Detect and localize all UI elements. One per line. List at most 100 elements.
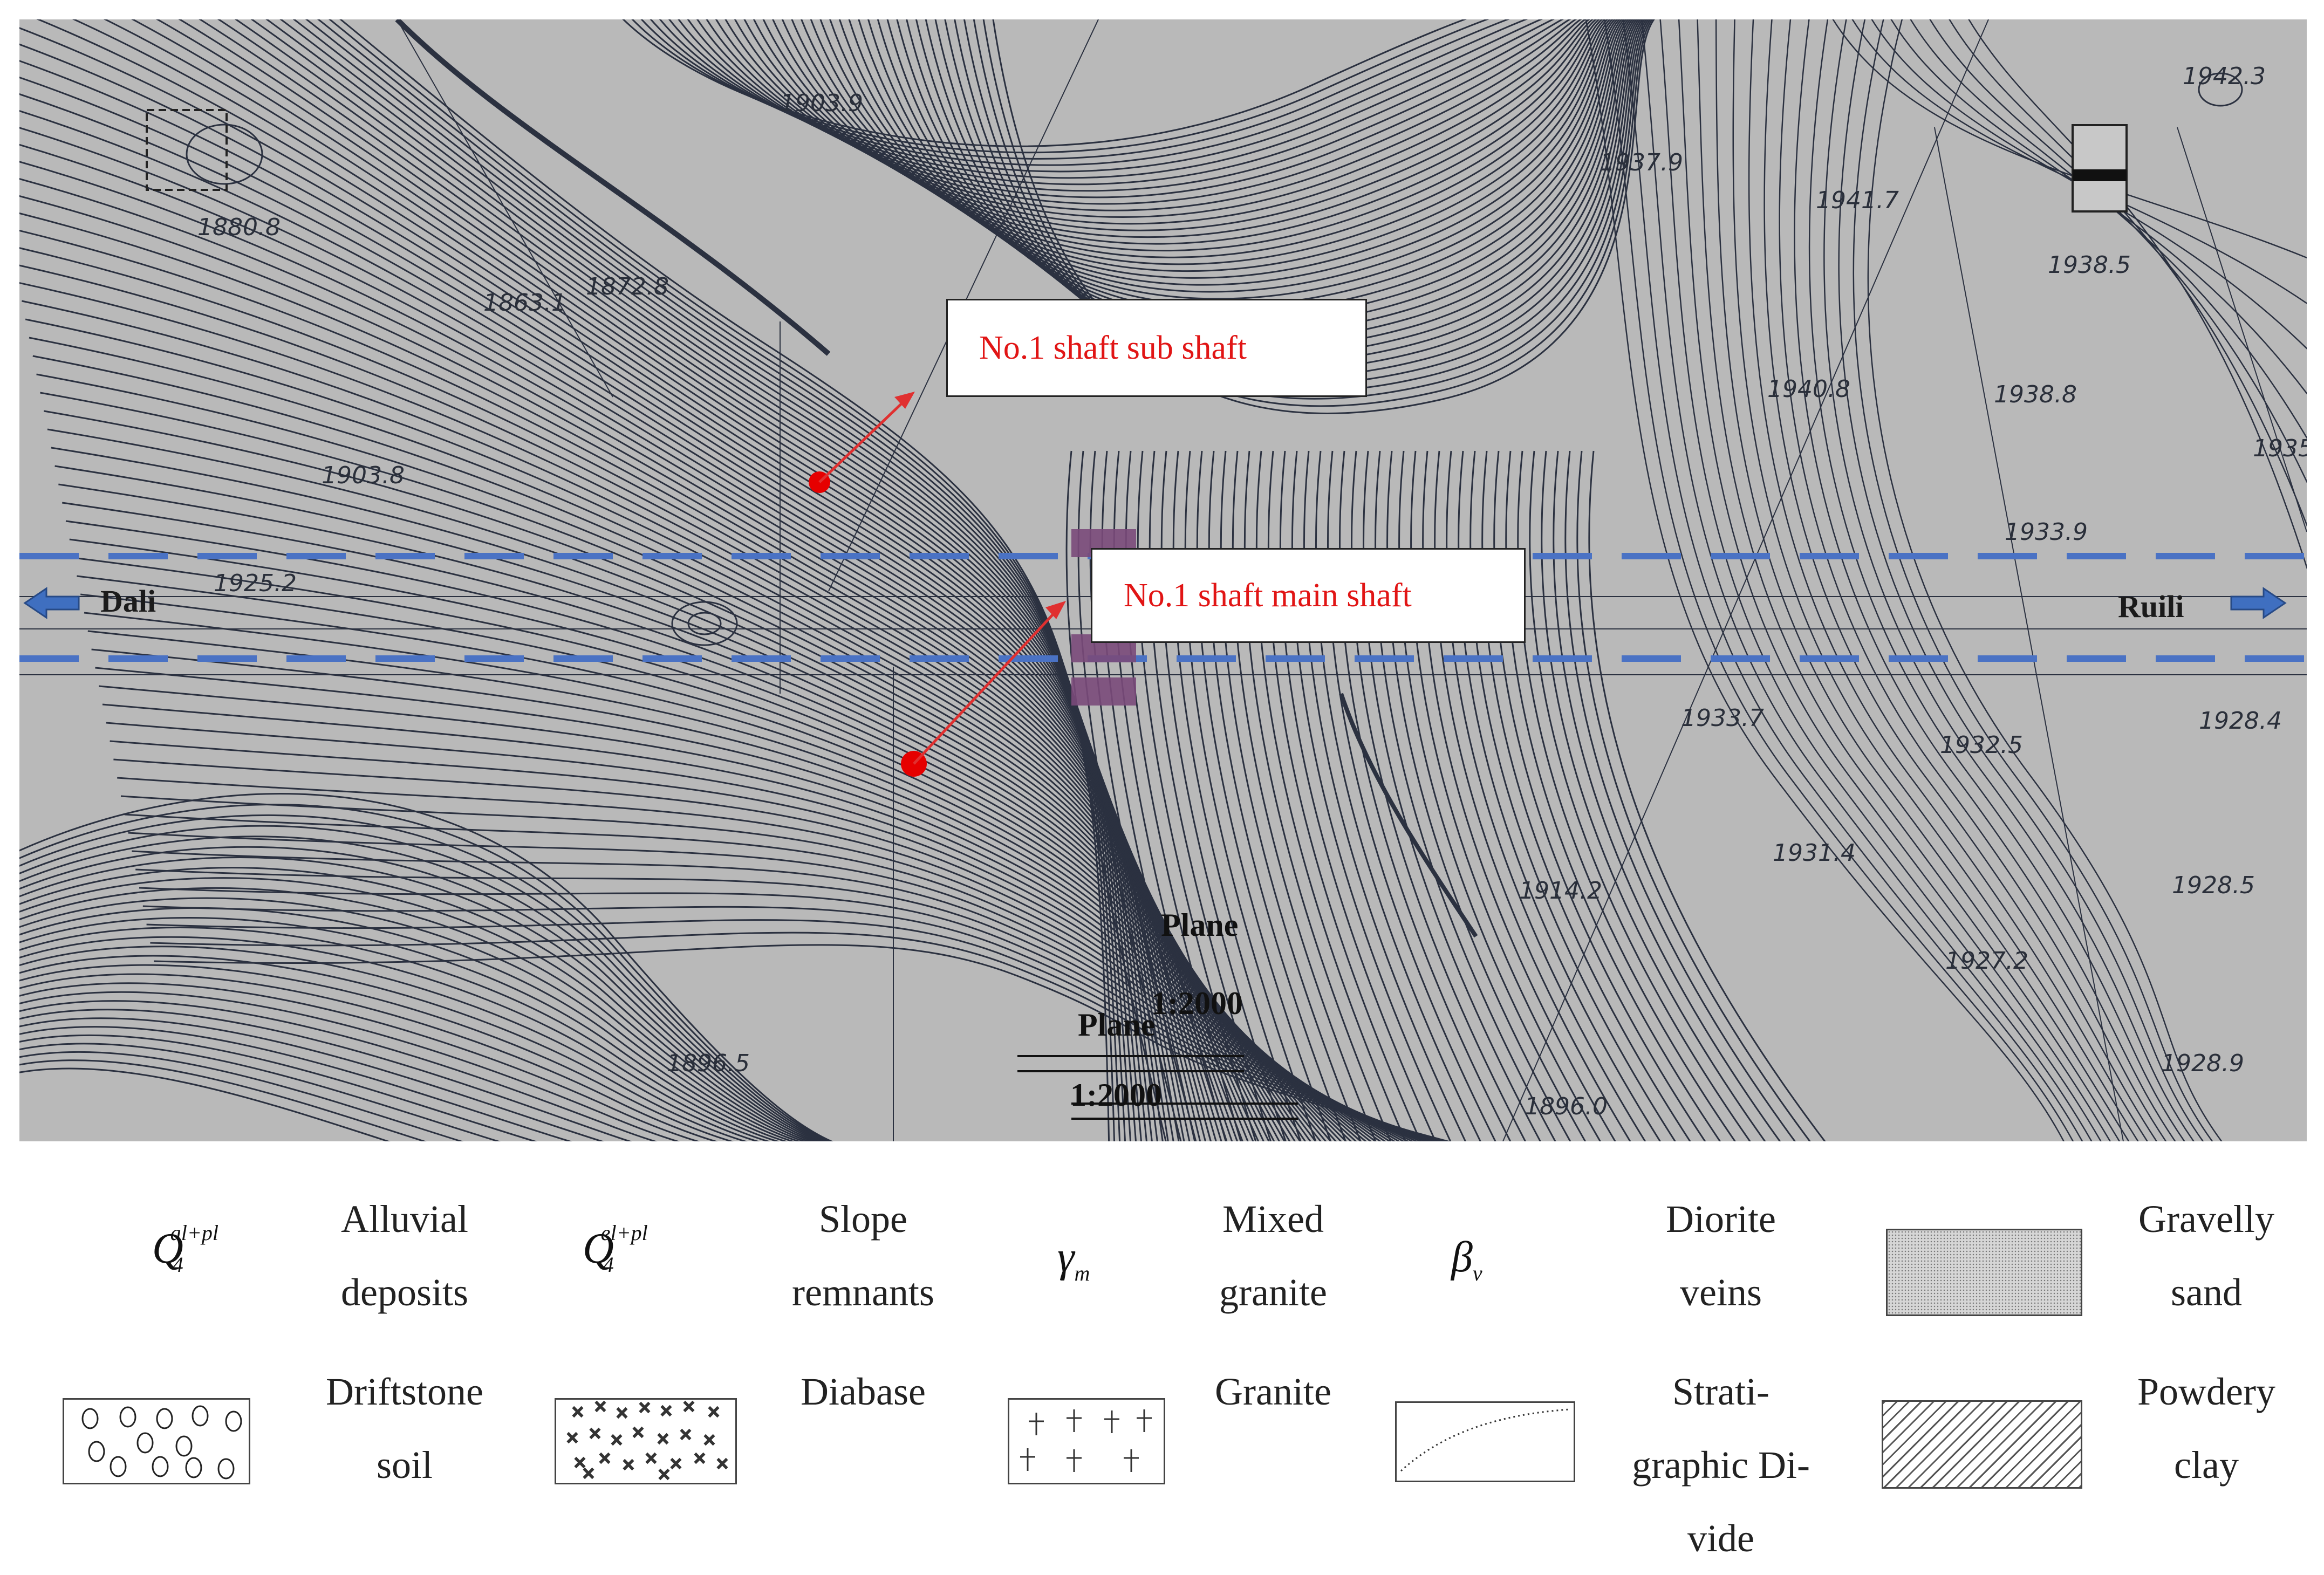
legend-symbol-slope: Q4el+pl [583, 1221, 672, 1277]
legend-label-driftstone: Driftstone soil [291, 1355, 518, 1502]
symbol-sub: m [1074, 1261, 1090, 1285]
contour-line [19, 1026, 573, 1141]
svg-text:×: × [693, 1449, 706, 1468]
contour-line [19, 867, 816, 1141]
legend: Q4al+pl Q4el+pl γm βv Alluvial deposits … [0, 1154, 2324, 1572]
contour-line [896, 19, 1636, 342]
elevation-label: 1928.4 [2199, 707, 2282, 735]
contour-ring [687, 612, 722, 635]
contour-group [19, 19, 2307, 1141]
map-overlay [19, 109, 2307, 1120]
contour-line [772, 19, 1606, 252]
contour-line [1267, 450, 1421, 1141]
plane-label-2: Plane [1078, 1007, 1156, 1043]
contour-line [819, 19, 1618, 286]
contour-line [906, 19, 1638, 349]
contour-line [1763, 19, 2158, 1141]
elevation-label: 1863.1 [483, 289, 566, 317]
contour-line [19, 1034, 538, 1141]
elevation-label: 1880.8 [197, 214, 281, 241]
contour-line [1422, 450, 1616, 1141]
elevation-label: 1925.2 [214, 570, 297, 597]
label-line: graphic Di- [1632, 1443, 1810, 1487]
contour-line [867, 19, 1630, 321]
contour-line [1303, 450, 1467, 1141]
contour-line [1823, 19, 2195, 1141]
label-line: Diorite [1666, 1197, 1776, 1241]
tunnel-block-3 [1071, 677, 1136, 706]
contour-line [19, 846, 822, 1141]
contour-line [95, 667, 1386, 1141]
contour-line [1220, 450, 1362, 1141]
legend-label-gravelly-sand: Gravelly sand [2093, 1182, 2320, 1329]
contour-line [1659, 19, 2102, 1141]
contour-line [1697, 19, 2121, 1141]
contour-line [1853, 19, 2213, 1141]
contour-line [992, 19, 1655, 414]
contour-line [1890, 19, 2307, 395]
legend-symbol-mixed-granite: γm [1057, 1233, 1090, 1286]
contour-line [724, 19, 1590, 218]
contour-line [1196, 450, 1332, 1141]
elevation-label: 1896.0 [1525, 1093, 1608, 1120]
elevation-label: 1937.9 [1600, 149, 1683, 176]
contour-line [1871, 19, 2307, 350]
label-line: clay [2174, 1443, 2239, 1487]
contour-line [886, 19, 1634, 335]
contour-line [19, 936, 771, 1141]
contour-line [19, 946, 761, 1141]
contour-line [19, 955, 748, 1141]
svg-text:×: × [707, 1402, 720, 1421]
main-shaft-callout: No.1 shaft main shaft [1091, 548, 1526, 643]
circles-box-icon [63, 1398, 250, 1484]
contour-line [135, 868, 1435, 1141]
elevation-label: 1933.9 [2005, 518, 2088, 546]
label-line: Alluvial [341, 1197, 468, 1241]
contour-line [19, 1009, 633, 1141]
contour-line [954, 19, 1648, 385]
contour-line [1351, 450, 1527, 1141]
elevation-label: 1935.1 [2253, 435, 2307, 462]
contour-line [848, 19, 1625, 307]
contour-line [1386, 450, 1571, 1141]
svg-text:×: × [573, 1453, 586, 1472]
symbol-letter: Q [583, 1225, 614, 1272]
elevation-label: 1931.4 [1773, 839, 1856, 867]
contour-line [40, 392, 1311, 1141]
dashed-square [146, 109, 228, 191]
contour-line [1529, 450, 1751, 1141]
main-shaft-callout-text: No.1 shaft main shaft [1124, 577, 1412, 614]
hatched-box-icon [1882, 1400, 2082, 1489]
main-shaft-arrow [913, 606, 1061, 765]
contour-line [1732, 19, 2139, 1141]
svg-text:×: × [679, 1425, 692, 1444]
contour-line [1794, 19, 2176, 1141]
label-line: vide [1687, 1517, 1754, 1560]
contour-line [19, 814, 830, 1141]
contour-line [1481, 450, 1691, 1141]
elevation-label: 1903.9 [780, 90, 863, 117]
label-line: Driftstone [326, 1370, 483, 1413]
contour-line [19, 1000, 658, 1141]
contour-line [1339, 450, 1512, 1141]
elevation-label: 1941.7 [1816, 187, 1899, 214]
contour-line [810, 19, 1616, 279]
scale-label-2: 1:2000 [1070, 1077, 1162, 1113]
dotted-curve-box-icon [1395, 1401, 1575, 1482]
contour-line [19, 964, 734, 1141]
contour-line [110, 740, 1405, 1141]
label-line: remnants [792, 1271, 934, 1314]
contour-line [19, 1043, 501, 1141]
contour-line [1493, 450, 1706, 1141]
legend-label-mixed-granite: Mixed granite [1160, 1182, 1386, 1329]
contour-line [1255, 450, 1407, 1141]
contour-line [19, 973, 719, 1141]
contour-line [1469, 450, 1676, 1141]
contour-line [1184, 450, 1317, 1141]
contour-line [2177, 127, 2307, 532]
contour-line [753, 19, 1601, 238]
contour-line [1065, 450, 1167, 1141]
elevation-label: 1933.7 [1681, 704, 1764, 732]
contour-line [915, 19, 1640, 357]
contour-line [1291, 450, 1452, 1141]
